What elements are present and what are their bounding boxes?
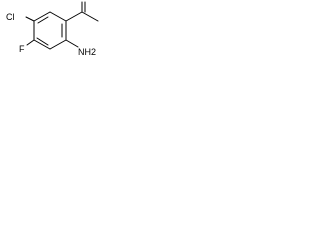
acetyl-group — [65, 1, 99, 22]
ring-bond — [49, 11, 67, 22]
amine-label: NH2 — [78, 47, 96, 57]
benzene-ring — [33, 11, 67, 50]
chlorine-label: Cl — [6, 12, 15, 22]
ring-bond — [49, 39, 67, 50]
ring-double-bond — [36, 37, 49, 46]
acetyl-bond — [65, 11, 83, 22]
chloro-bond — [25, 16, 35, 22]
molecule-diagram: Cl F NH2 — [6, 1, 99, 57]
ring-bond — [33, 11, 51, 22]
ring-bond — [33, 39, 51, 50]
fluorine-label: F — [19, 44, 25, 54]
ring-double-bond — [37, 16, 49, 24]
amine-bond — [65, 39, 79, 48]
methyl-bond — [81, 11, 99, 22]
fluoro-bond — [26, 39, 35, 46]
